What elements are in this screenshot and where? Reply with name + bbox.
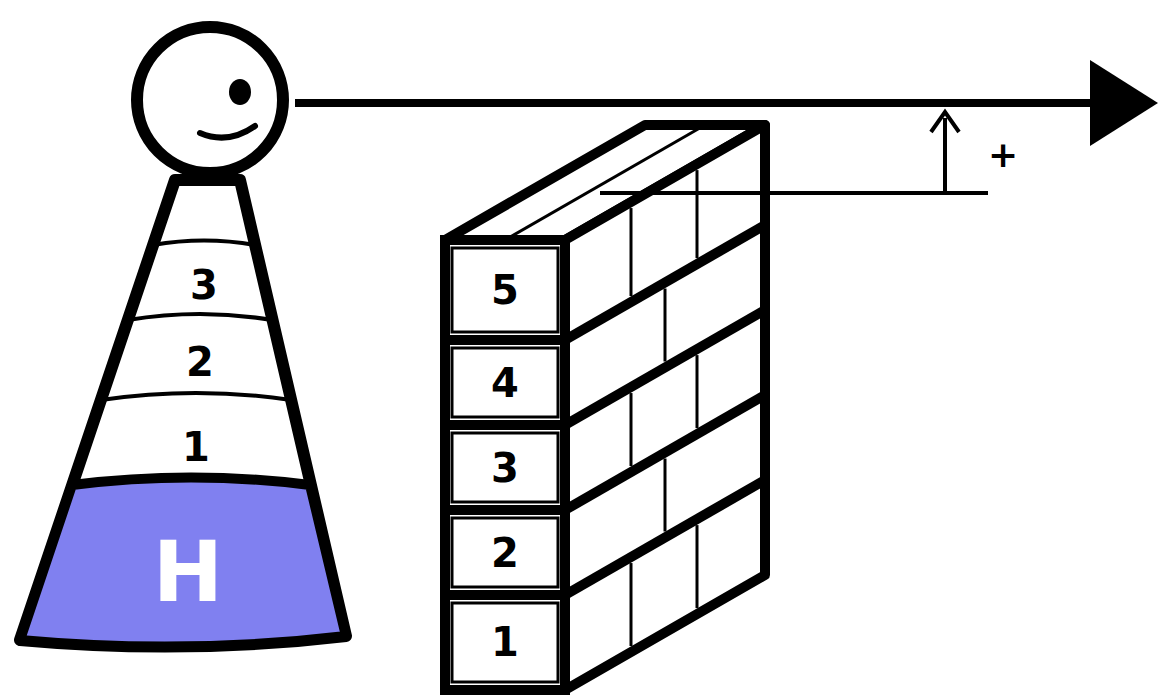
band-line <box>153 241 255 246</box>
smile <box>200 126 255 138</box>
height-arrow <box>943 118 947 193</box>
node-text: 5 <box>491 270 519 310</box>
node-text: 3 <box>190 265 218 305</box>
brick: 3 <box>485 444 525 492</box>
brick-joint <box>630 208 633 296</box>
body-band: 1 <box>176 423 216 471</box>
sight-line <box>295 99 1095 107</box>
base-band <box>20 478 346 647</box>
band-line <box>101 393 291 400</box>
brick: 1 <box>485 618 525 666</box>
base-band: H <box>147 526 230 618</box>
brick-joint <box>664 289 667 362</box>
wall <box>445 125 765 690</box>
brick-joint <box>664 459 667 532</box>
body-band: 3 <box>184 261 224 309</box>
brick-face <box>452 603 558 682</box>
direction-sign: + <box>988 137 1018 173</box>
brick-face <box>452 248 558 332</box>
brick-face <box>452 348 558 417</box>
brick: 4 <box>485 359 525 407</box>
brick-joint <box>696 170 699 258</box>
node-text: 2 <box>186 342 214 382</box>
node-text: 2 <box>491 533 519 573</box>
body-band: 2 <box>180 338 220 386</box>
height-arrowhead <box>931 112 959 132</box>
brick: 5 <box>485 266 525 314</box>
brick-face <box>452 518 558 587</box>
brick-face <box>452 433 558 502</box>
node-text: 1 <box>182 427 210 467</box>
course-line <box>445 505 565 515</box>
head <box>137 27 283 173</box>
course-line <box>445 420 565 430</box>
brick: 2 <box>485 529 525 577</box>
brick-joint <box>630 563 633 646</box>
node-text: 1 <box>491 622 519 662</box>
node-text: H <box>153 530 223 614</box>
eye <box>229 79 251 105</box>
node-text: 4 <box>491 363 519 403</box>
figure-body <box>20 180 346 647</box>
reference-line <box>600 191 988 195</box>
arrowhead <box>1090 60 1158 146</box>
brick-joint <box>630 393 633 466</box>
band-line <box>128 314 272 320</box>
brick-joint <box>696 355 699 428</box>
course-line <box>445 335 565 345</box>
brick-joint <box>696 525 699 608</box>
node-text: 3 <box>491 448 519 488</box>
course-line <box>445 590 565 600</box>
